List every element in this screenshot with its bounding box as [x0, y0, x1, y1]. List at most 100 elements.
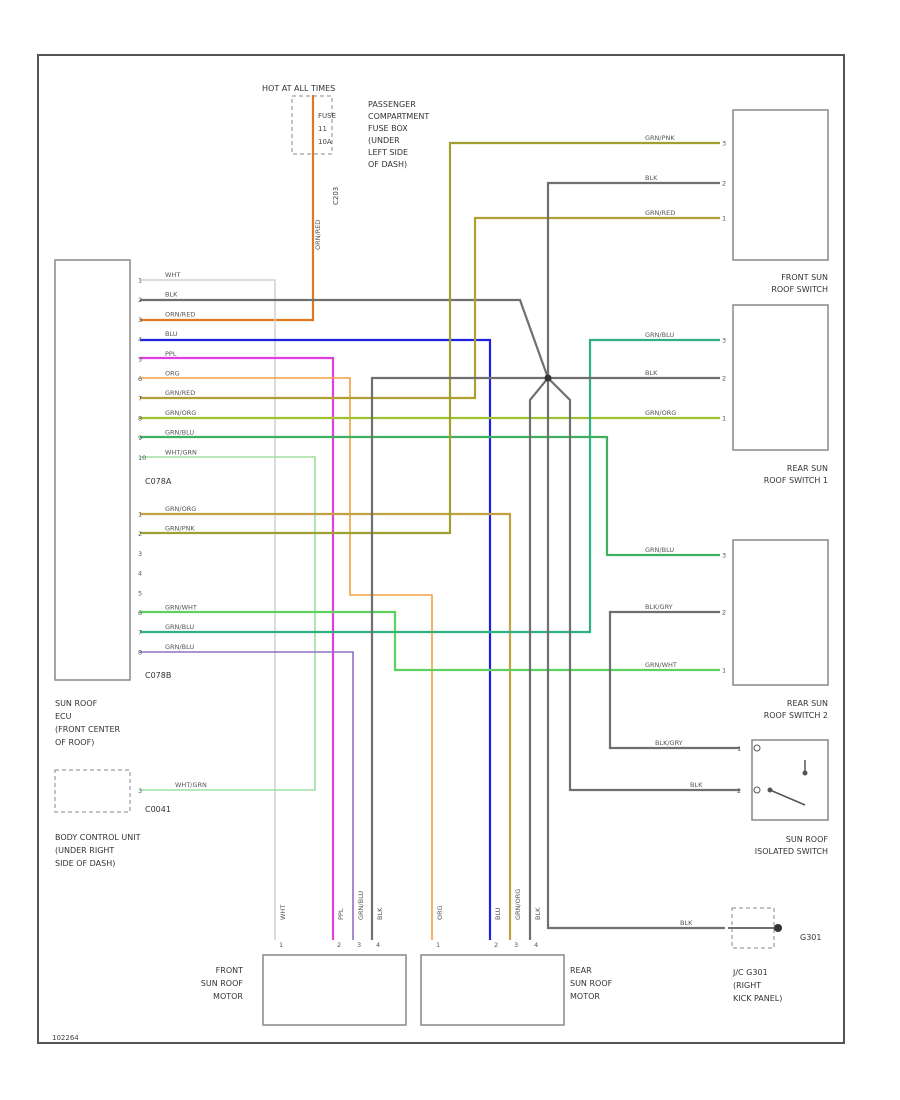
motor-wire-label: BLK: [534, 907, 542, 920]
ecu-pin-a-wire: WHT: [165, 271, 180, 279]
wire-blk-front-motor: [370, 376, 548, 940]
switch-pin-number: 1: [722, 215, 726, 223]
ecu-pin-a-wire: WHT/GRN: [165, 448, 197, 456]
ecu-pin-a-wire: GRN/RED: [165, 389, 195, 397]
ecu-pin-b-number: 4: [138, 570, 142, 578]
iso-label-1: SUN ROOF: [786, 835, 829, 844]
iso-wire-2: BLK: [690, 781, 703, 789]
switch-wire-label: BLK: [645, 369, 658, 377]
wire-grn-red: [140, 216, 720, 400]
switch-pin-number: 3: [722, 337, 726, 345]
motor-pin-number: 4: [376, 941, 380, 949]
wire-blk-gry: [608, 610, 740, 750]
front-motor-label-3: MOTOR: [213, 992, 243, 1001]
front-switch-label-1: FRONT SUN: [781, 273, 828, 282]
footer-id: 102264: [52, 1034, 79, 1042]
ecu-pin-a-number: 8: [138, 414, 142, 422]
ecu-pin-b-wire: GRN/PNK: [165, 525, 195, 533]
wire-wht: [140, 279, 276, 940]
iso-pin-2: 2: [737, 787, 741, 795]
bcu-wire-label: WHT/GRN: [175, 781, 207, 789]
wire-grn-wht: [140, 610, 720, 672]
wire-blu: [140, 338, 492, 940]
ecu-pin-a-wire: GRN/BLU: [165, 429, 194, 437]
ecu-label-2: ECU: [55, 712, 72, 721]
bcu-box: [54, 769, 131, 813]
diagram-frame: [37, 54, 845, 1044]
front-motor-label-2: SUN ROOF: [201, 979, 244, 988]
motor-pin-number: 3: [357, 941, 361, 949]
front-switch-box: [732, 109, 829, 261]
ecu-pin-a-number: 7: [138, 395, 142, 403]
motor-pin-number: 2: [337, 941, 341, 949]
wire-grn-blu-b7: [140, 338, 720, 634]
iso-pin-1: 1: [737, 745, 741, 753]
fuse-line-1: FUSE: [318, 112, 336, 120]
ecu-pin-b-wire: GRN/BLU: [165, 643, 194, 651]
ecu-label-1: SUN ROOF: [55, 699, 98, 708]
ecu-pin-a-number: 10: [138, 454, 146, 462]
rear-switch1-box: [732, 304, 829, 451]
ground-terminal: [774, 924, 782, 932]
fuse-location-5: LEFT SIDE: [368, 148, 408, 157]
switch-wire-label: GRN/PNK: [645, 134, 675, 142]
fuse-location-2: COMPARTMENT: [368, 112, 429, 121]
rear-switch2-label-2: ROOF SWITCH 2: [764, 711, 828, 720]
rear-switch1-label-2: ROOF SWITCH 1: [764, 476, 828, 485]
ground-label-3: KICK PANEL): [733, 994, 782, 1003]
motor-wire-label: GRN/ORG: [514, 889, 522, 920]
motor-pin-number: 4: [534, 941, 538, 949]
rear-motor-label-3: MOTOR: [570, 992, 600, 1001]
ecu-pin-a-wire: GRN/ORG: [165, 409, 196, 417]
ground-group: BLK G301 J/C G301 (RIGHT KICK PANEL): [680, 907, 821, 1003]
switch-wire-label: GRN/RED: [645, 209, 675, 217]
wire-blk-rear-motor: [528, 377, 549, 940]
bcu-group: 3 WHT/GRN C0041 BODY CONTROL UNIT (UNDER…: [54, 769, 207, 868]
ecu-pin-a-number: 5: [138, 355, 142, 363]
ecu-pin-b-number: 1: [138, 511, 142, 519]
ecu-pin-b-number: 6: [138, 609, 142, 617]
ecu-connector-a: C078A: [145, 477, 172, 486]
splice-point: [544, 374, 552, 382]
wire-blk-splice: [546, 181, 720, 378]
ground-label-2: (RIGHT: [733, 981, 761, 990]
ecu-pin-a-number: 3: [138, 316, 142, 324]
wire-org: [140, 377, 433, 940]
rear-switch1-label-1: REAR SUN: [787, 464, 828, 473]
ecu-pin-a-wire: PPL: [165, 350, 177, 358]
bcu-connector: C0041: [145, 805, 171, 814]
wire-blk-ground: [546, 378, 725, 930]
wire-blk-iso: [547, 377, 740, 792]
ecu-pin-b-number: 3: [138, 550, 142, 558]
motor-pin-number: 1: [279, 941, 283, 949]
ecu-pin-b-number: 2: [138, 530, 142, 538]
wire-grn-blu-b8: [140, 651, 354, 940]
front-switch-label-2: ROOF SWITCH: [771, 285, 828, 294]
rear-motor-box: [420, 954, 565, 1026]
wire-wht-grn: [140, 456, 316, 791]
ecu-pin-a-wire: BLK: [165, 291, 178, 299]
fuse-group: HOT AT ALL TIMES FUSE 11 10A PASSENGER C…: [262, 84, 429, 250]
ecu-label-4: OF ROOF): [55, 738, 94, 747]
isolated-switch-contact-1: [753, 744, 761, 752]
ecu-pin-a-number: 9: [138, 434, 142, 442]
ecu-pin-b-wire: GRN/WHT: [165, 604, 197, 612]
ecu-connector-b: C078B: [145, 671, 171, 680]
wires: [140, 95, 740, 940]
ground-label-1: J/C G301: [732, 968, 768, 977]
ecu-pin-a-wire: ORG: [165, 370, 180, 378]
fuse-location-4: (UNDER: [368, 136, 400, 145]
isolated-switch-box: [751, 739, 829, 821]
front-motor-box: [262, 954, 407, 1026]
ecu-pin-b-number: 5: [138, 589, 142, 597]
ecu-label-3: (FRONT CENTER: [55, 725, 121, 734]
ecu-pin-b-wire: GRN/ORG: [165, 505, 196, 513]
switch-pin-number: 2: [722, 180, 726, 188]
